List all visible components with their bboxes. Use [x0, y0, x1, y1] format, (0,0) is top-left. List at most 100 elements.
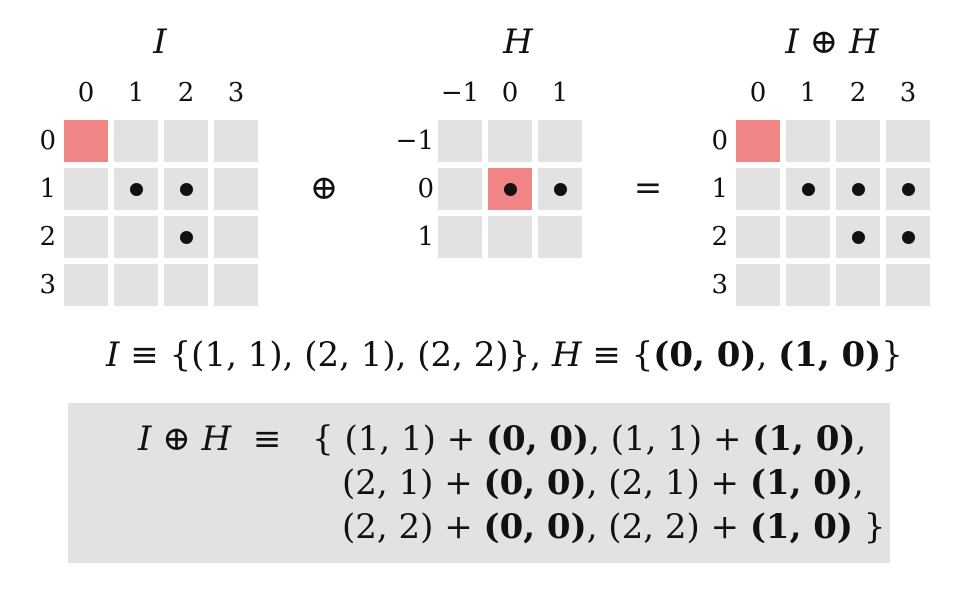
- grid-cell: [114, 264, 158, 306]
- pixel-dot: [801, 182, 815, 196]
- grid-cell: [214, 120, 258, 162]
- grid-cell: [836, 120, 880, 162]
- expansion-eq: ≡: [252, 419, 282, 459]
- expansion-term: (2, 1) +: [342, 463, 484, 503]
- grid-cell: [886, 216, 930, 258]
- grid-cell: [836, 168, 880, 210]
- expansion-bold-term: (1, 0): [749, 507, 853, 547]
- expansion-bold-term: (0, 0): [483, 507, 587, 547]
- h-element-2: (1, 0): [778, 335, 882, 375]
- grid-cell: [114, 120, 158, 162]
- row-label: 3: [711, 270, 728, 300]
- row-label: 2: [711, 222, 728, 252]
- grid-cell: [114, 168, 158, 210]
- grid-cell: [886, 120, 930, 162]
- grid-cell: [164, 120, 208, 162]
- expansion-bold-term: (0, 0): [483, 463, 587, 503]
- grid-cell: [488, 120, 532, 162]
- grid-cell: [786, 120, 830, 162]
- grid-cell: [164, 168, 208, 210]
- row-label: 0: [417, 174, 434, 204]
- pixel-dot: [129, 182, 143, 196]
- grid-cell: [836, 264, 880, 306]
- set-definition: I ≡ {(1, 1), (2, 1), (2, 2)}, H ≡ {(0, 0…: [106, 333, 903, 377]
- col-label: 1: [799, 78, 817, 108]
- grid-cell: [64, 168, 108, 210]
- grid-title-ih: I ⊕ H: [785, 22, 879, 62]
- expansion-brace-close: }: [853, 507, 886, 547]
- grid-cell: [164, 216, 208, 258]
- row-label: 0: [39, 126, 56, 156]
- pixel-dot: [901, 182, 915, 196]
- grid-cell: [438, 120, 482, 162]
- grid-cell: [538, 216, 582, 258]
- grid-cell: [114, 216, 158, 258]
- grid-cell: [736, 264, 780, 306]
- grid-cell: [736, 216, 780, 258]
- expansion-line-3: (2, 2) + (0, 0), (2, 2) + (1, 0) }: [342, 505, 885, 549]
- expansion-line-2: (2, 1) + (0, 0), (2, 1) + (1, 0),: [342, 461, 864, 505]
- expansion-term: , (1, 1) +: [589, 419, 753, 459]
- origin-cell: [736, 120, 780, 162]
- h-set-close: }: [881, 335, 903, 375]
- grid-cell: [786, 168, 830, 210]
- origin-cell: [64, 120, 108, 162]
- grid-cell: [164, 264, 208, 306]
- h-symbol: H: [551, 335, 582, 375]
- expansion-lhs: I ⊕ H ≡: [138, 417, 292, 461]
- grid-cell: [786, 216, 830, 258]
- h-element-1: (0, 0): [653, 335, 757, 375]
- grid-cell: [214, 168, 258, 210]
- expansion-bold-term: (1, 0): [752, 419, 856, 459]
- expansion-punct: ,: [853, 463, 864, 503]
- pixel-dot: [179, 230, 193, 244]
- col-label: 1: [127, 78, 145, 108]
- pixel-dot: [851, 182, 865, 196]
- col-label: 2: [849, 78, 867, 108]
- expansion-term: , (2, 2) +: [586, 507, 750, 547]
- row-label: 1: [417, 222, 434, 252]
- row-label: 0: [711, 126, 728, 156]
- expansion-bold-term: (0, 0): [485, 419, 590, 459]
- expansion-term: (2, 2) +: [342, 507, 484, 547]
- h-set-open: ≡ {: [581, 335, 654, 375]
- expansion-brace-open: {: [312, 419, 345, 459]
- grid-cell: [488, 216, 532, 258]
- grid-cell: [214, 216, 258, 258]
- col-label: 2: [177, 78, 195, 108]
- col-label: 3: [227, 78, 245, 108]
- expansion-box: I ⊕ H ≡ { (1, 1) + (0, 0), (1, 1) + (1, …: [68, 403, 890, 563]
- col-label: 0: [749, 78, 767, 108]
- grid-cell: [64, 216, 108, 258]
- pixel-dot: [179, 182, 193, 196]
- i-set-text: ≡ {(1, 1), (2, 1), (2, 2)},: [119, 335, 542, 375]
- grid-cell: [736, 168, 780, 210]
- pixel-dot: [503, 182, 517, 196]
- grid-cell: [886, 168, 930, 210]
- expansion-term: , (2, 1) +: [586, 463, 750, 503]
- oplus-operator: ⊕: [309, 168, 339, 208]
- col-label: 0: [501, 78, 519, 108]
- row-label: 1: [711, 174, 728, 204]
- origin-cell: [488, 168, 532, 210]
- grid-cell: [786, 264, 830, 306]
- grid-cell: [438, 216, 482, 258]
- expansion-bold-term: (1, 0): [749, 463, 853, 503]
- grid-cell: [214, 264, 258, 306]
- expansion-punct: ,: [855, 419, 867, 459]
- grid-cell: [64, 264, 108, 306]
- expansion-term: (1, 1) +: [344, 419, 486, 459]
- equals-operator: =: [633, 168, 663, 208]
- h-set-sep: ,: [756, 335, 779, 375]
- row-label: −1: [395, 126, 434, 156]
- grid-cell: [538, 120, 582, 162]
- grid-cell: [538, 168, 582, 210]
- col-label: 3: [899, 78, 917, 108]
- grid-title-i: I: [153, 22, 167, 62]
- pixel-dot: [553, 182, 567, 196]
- pixel-dot: [901, 230, 915, 244]
- pixel-dot: [851, 230, 865, 244]
- expansion-lhs-text: I ⊕ H: [138, 419, 232, 459]
- grid-cell: [886, 264, 930, 306]
- col-label: 1: [551, 78, 569, 108]
